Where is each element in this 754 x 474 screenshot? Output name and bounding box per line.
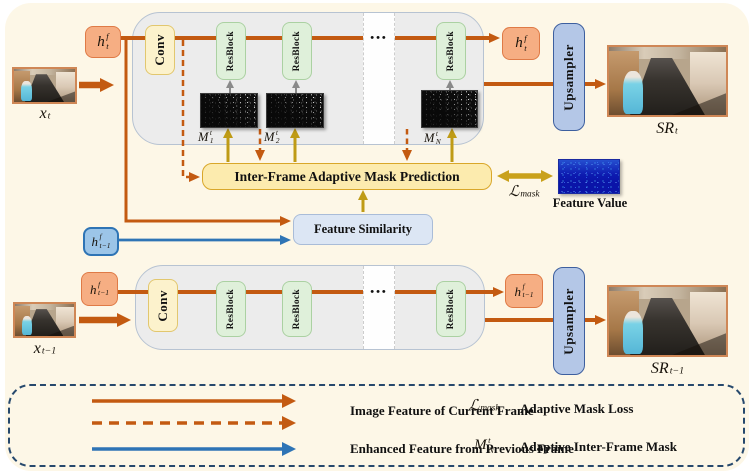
photo-person bbox=[22, 315, 33, 336]
photo-person bbox=[623, 71, 643, 114]
feature-value-image bbox=[558, 159, 620, 194]
photo-sky bbox=[15, 304, 74, 310]
mask-image-n bbox=[421, 90, 478, 128]
input-frame-image-current bbox=[12, 67, 77, 104]
sr-output-image-previous bbox=[607, 285, 728, 357]
feature-value-label: Feature Value bbox=[552, 196, 628, 210]
conv-block-current: Conv bbox=[145, 25, 175, 75]
mask-prediction-box: Inter-Frame Adaptive Mask Prediction bbox=[202, 163, 492, 190]
photo-person bbox=[623, 311, 643, 354]
legend-label-current-frame: Image Feature of Current Frame bbox=[350, 403, 534, 418]
pipeline-gap-top bbox=[363, 13, 395, 144]
photo-person bbox=[21, 80, 32, 102]
photo-sky bbox=[14, 69, 75, 75]
ellipsis-top: ••• bbox=[370, 32, 388, 44]
resblock-n-current: ResBlock bbox=[436, 22, 466, 80]
legend-label-mask-loss: Adaptive Mask Loss bbox=[520, 401, 634, 416]
upsampler-previous: Upsampler bbox=[553, 267, 585, 375]
resblock-1-previous: ResBlock bbox=[216, 281, 246, 337]
photo-shadow bbox=[46, 325, 74, 336]
legend-label-previous-frame: Enhanced Feature from Previous Frame bbox=[350, 441, 574, 456]
ellipsis-bottom: ••• bbox=[370, 286, 388, 298]
input-frame-image-previous bbox=[13, 302, 76, 338]
mask-image-2 bbox=[266, 93, 324, 128]
legend-box bbox=[8, 384, 745, 467]
feature-similarity-box: Feature Similarity bbox=[293, 214, 433, 245]
conv-block-previous: Conv bbox=[148, 279, 178, 332]
sr-output-image-current bbox=[607, 45, 728, 117]
resblock-2-current: ResBlock bbox=[282, 22, 312, 80]
resblock-1-current: ResBlock bbox=[216, 22, 246, 80]
pipeline-gap-bottom bbox=[363, 266, 395, 349]
photo-shadow bbox=[46, 91, 75, 102]
upsampler-current: Upsampler bbox=[553, 23, 585, 131]
legend-label-interframe-mask: Adaptive Inter-Frame Mask bbox=[520, 439, 677, 454]
resblock-n-previous: ResBlock bbox=[436, 281, 466, 337]
resblock-2-previous: ResBlock bbox=[282, 281, 312, 337]
mask-image-1 bbox=[200, 93, 258, 128]
